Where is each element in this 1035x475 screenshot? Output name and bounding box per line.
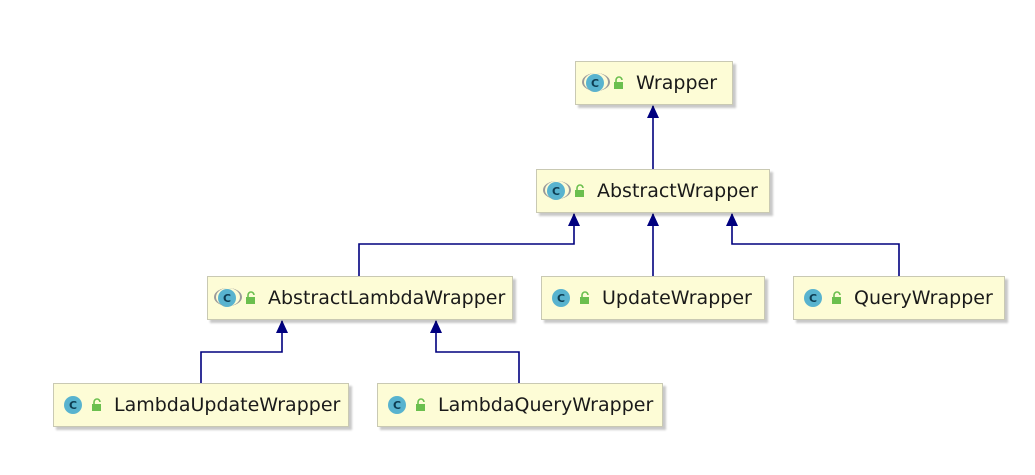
class-node-abstract-lambda-wrapper[interactable]: C AbstractLambdaWrapper: [207, 276, 513, 320]
public-lock-icon: [416, 398, 425, 411]
class-node-query-wrapper[interactable]: C QueryWrapper: [793, 276, 1005, 320]
class-label: AbstractWrapper: [597, 179, 758, 202]
inheritance-edge-lambda-update-wrapper-to-abstract-lambda-wrapper: [200, 320, 288, 383]
class-label: LambdaQueryWrapper: [438, 393, 654, 416]
class-node-lambda-update-wrapper[interactable]: C LambdaUpdateWrapper: [53, 383, 349, 427]
public-lock-icon: [614, 76, 623, 89]
abstract-class-icon: C: [214, 288, 242, 307]
class-label: Wrapper: [636, 71, 718, 94]
class-label: QueryWrapper: [854, 286, 993, 309]
class-node-lambda-query-wrapper[interactable]: C LambdaQueryWrapper: [377, 383, 663, 427]
inheritance-edge-lambda-query-wrapper-to-abstract-lambda-wrapper: [430, 320, 520, 383]
class-c-icon: C: [388, 396, 406, 414]
public-lock-icon: [246, 291, 255, 304]
public-lock-icon: [575, 184, 584, 197]
inheritance-edge-abstract-lambda-wrapper-to-abstract-wrapper: [358, 213, 580, 276]
inheritance-edge-query-wrapper-to-abstract-wrapper: [726, 213, 900, 276]
class-label: AbstractLambdaWrapper: [268, 286, 506, 309]
class-c-icon: C: [804, 289, 822, 307]
class-node-abstract-wrapper[interactable]: C AbstractWrapper: [536, 169, 770, 213]
class-c-icon: C: [552, 289, 570, 307]
abstract-class-icon: C: [582, 73, 610, 92]
abstract-class-icon: C: [543, 181, 571, 200]
public-lock-icon: [92, 398, 101, 411]
class-label: LambdaUpdateWrapper: [114, 393, 341, 416]
public-lock-icon: [832, 291, 841, 304]
class-node-wrapper[interactable]: C Wrapper: [575, 61, 733, 105]
class-label: UpdateWrapper: [602, 286, 752, 309]
public-lock-icon: [580, 291, 589, 304]
class-c-icon: C: [64, 396, 82, 414]
class-node-update-wrapper[interactable]: C UpdateWrapper: [541, 276, 765, 320]
